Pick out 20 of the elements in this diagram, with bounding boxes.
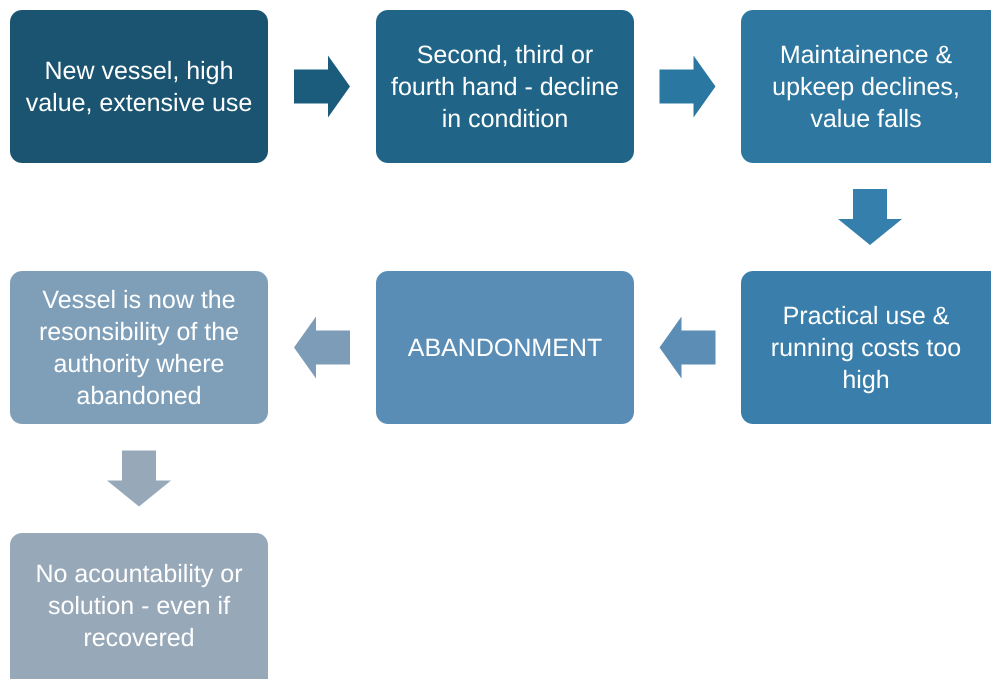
block-arrow xyxy=(294,56,350,118)
box-text: Practical use & running costs too high xyxy=(770,300,962,396)
process-box xyxy=(376,271,634,424)
block-arrow xyxy=(660,56,716,118)
box-text: Maintainence & upkeep declines, value falls xyxy=(771,40,961,134)
block-arrow xyxy=(294,316,350,378)
process-box xyxy=(10,10,268,163)
process-box xyxy=(741,271,991,424)
block-arrow xyxy=(107,450,171,506)
block-arrow xyxy=(838,189,902,245)
process-box xyxy=(741,10,991,163)
box-text: No acountability or solution - even if recovered xyxy=(34,559,244,654)
process-box xyxy=(10,271,268,424)
box-text: Second, third or fourth hand - decline in condition xyxy=(390,40,620,134)
box-text: ABANDONMENT xyxy=(408,332,602,364)
box-text: New vessel, high value, extensive use xyxy=(24,56,254,118)
box-text: Vessel is now the resonsibility of the authority where abandoned xyxy=(38,284,240,412)
block-arrow xyxy=(660,316,716,378)
process-box xyxy=(376,10,634,163)
process-box xyxy=(10,533,268,679)
